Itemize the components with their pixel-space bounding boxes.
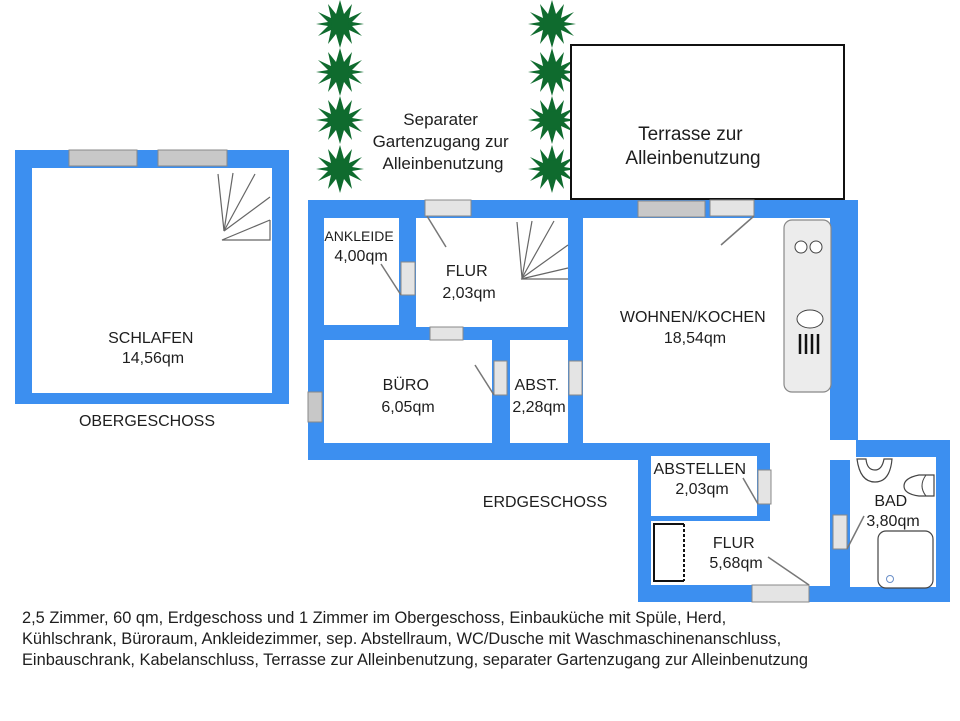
room-area: 18,54qm — [664, 330, 726, 347]
room-area: 4,00qm — [334, 248, 387, 265]
room-label-wohnen-kochen: WOHNEN/KOCHEN 18,54qm — [620, 309, 770, 347]
drain-rack-icon — [798, 334, 820, 354]
door[interactable] — [709, 199, 755, 217]
stove-icon — [809, 240, 823, 254]
room-area: 14,56qm — [122, 350, 184, 367]
ground-floor-label: ERDGESCHOSS — [483, 494, 607, 511]
room-area: 6,05qm — [381, 399, 434, 416]
door[interactable] — [424, 199, 472, 217]
door[interactable] — [400, 261, 416, 296]
room-flur-upper — [416, 218, 568, 327]
upper-floor-label: OBERGESCHOSS — [79, 413, 215, 430]
ground-floor: ANKLEIDE 4,00qm FLUR 2,03qm BÜRO 6,05qm … — [307, 199, 950, 603]
sink-icon — [796, 309, 824, 329]
window — [307, 391, 323, 423]
plant-icon — [316, 48, 364, 96]
room-name: ABST. — [515, 377, 559, 394]
room-label-buero: BÜRO 6,05qm — [381, 376, 434, 416]
room-abstellen — [651, 456, 757, 516]
room-name: FLUR — [446, 263, 488, 280]
plant-icon — [528, 0, 576, 48]
room-flur-lower — [651, 521, 830, 585]
room-name: WOHNEN/KOCHEN — [620, 309, 766, 326]
hedge-right — [528, 0, 576, 193]
window — [157, 149, 228, 167]
wardrobe-icon — [653, 523, 685, 582]
plant-icon — [316, 145, 364, 193]
terrace-label: Terrasse zur Alleinbenutzung — [625, 124, 760, 169]
door[interactable] — [568, 360, 583, 396]
room-area: 2,03qm — [675, 481, 728, 498]
washbasin-icon — [856, 458, 893, 483]
garden-access-line: Separater — [403, 110, 478, 129]
property-description: 2,5 Zimmer, 60 qm, Erdgeschoss und 1 Zim… — [22, 609, 809, 669]
room-label-bad: BAD 3,80qm — [866, 493, 919, 530]
room-name: SCHLAFEN — [108, 330, 193, 347]
room-area: 2,28qm — [512, 399, 565, 416]
terrace-area — [570, 44, 845, 200]
plant-icon — [528, 48, 576, 96]
room-name: ANKLEIDE — [324, 228, 393, 244]
room-buero — [324, 340, 492, 443]
plant-icon — [316, 96, 364, 144]
upper-floor: SCHLAFEN 14,56qm OBERGESCHOSS — [15, 149, 289, 430]
shower-tray-icon — [877, 530, 934, 589]
room-label-abst: ABST. 2,28qm — [512, 377, 565, 416]
room-abst — [510, 340, 568, 443]
wall-gap — [830, 440, 856, 460]
room-label-schlafen: SCHLAFEN 14,56qm — [108, 330, 198, 367]
door[interactable] — [832, 514, 848, 550]
window — [68, 149, 138, 167]
room-label-flur-lower: FLUR 5,68qm — [709, 535, 762, 572]
room-schlafen — [32, 168, 272, 393]
kitchen-counter-icon — [783, 219, 832, 393]
garden-access-line: Gartenzugang zur — [373, 132, 509, 151]
room-area: 2,03qm — [442, 285, 495, 302]
stove-icon — [794, 240, 808, 254]
staircase-icon — [217, 172, 271, 241]
room-name: ABSTELLEN — [654, 461, 746, 478]
door[interactable] — [493, 360, 508, 396]
plant-icon — [528, 96, 576, 144]
garden-access-label: Separater Gartenzugang zur Alleinbenutzu… — [373, 110, 514, 173]
window — [637, 200, 706, 218]
terrace-line: Terrasse zur — [638, 124, 743, 145]
room-area: 5,68qm — [709, 555, 762, 572]
room-name: BÜRO — [383, 376, 429, 394]
room-label-ankleide: ANKLEIDE 4,00qm — [324, 228, 397, 265]
room-label-flur-upper: FLUR 2,03qm — [442, 263, 495, 302]
room-name: FLUR — [713, 535, 755, 552]
room-name: BAD — [874, 493, 907, 510]
toilet-icon — [903, 474, 935, 497]
door[interactable] — [751, 584, 810, 603]
room-area: 3,80qm — [866, 513, 919, 530]
plant-icon — [528, 145, 576, 193]
door[interactable] — [757, 469, 772, 505]
door-swings — [380, 215, 865, 586]
door[interactable] — [429, 326, 464, 341]
terrace-line: Alleinbenutzung — [625, 148, 760, 169]
garden-access-line: Alleinbenutzung — [383, 154, 504, 173]
hedge-left — [316, 0, 364, 193]
plant-icon — [316, 0, 364, 48]
room-label-abstellen: ABSTELLEN 2,03qm — [654, 461, 751, 498]
staircase-icon — [516, 220, 569, 280]
